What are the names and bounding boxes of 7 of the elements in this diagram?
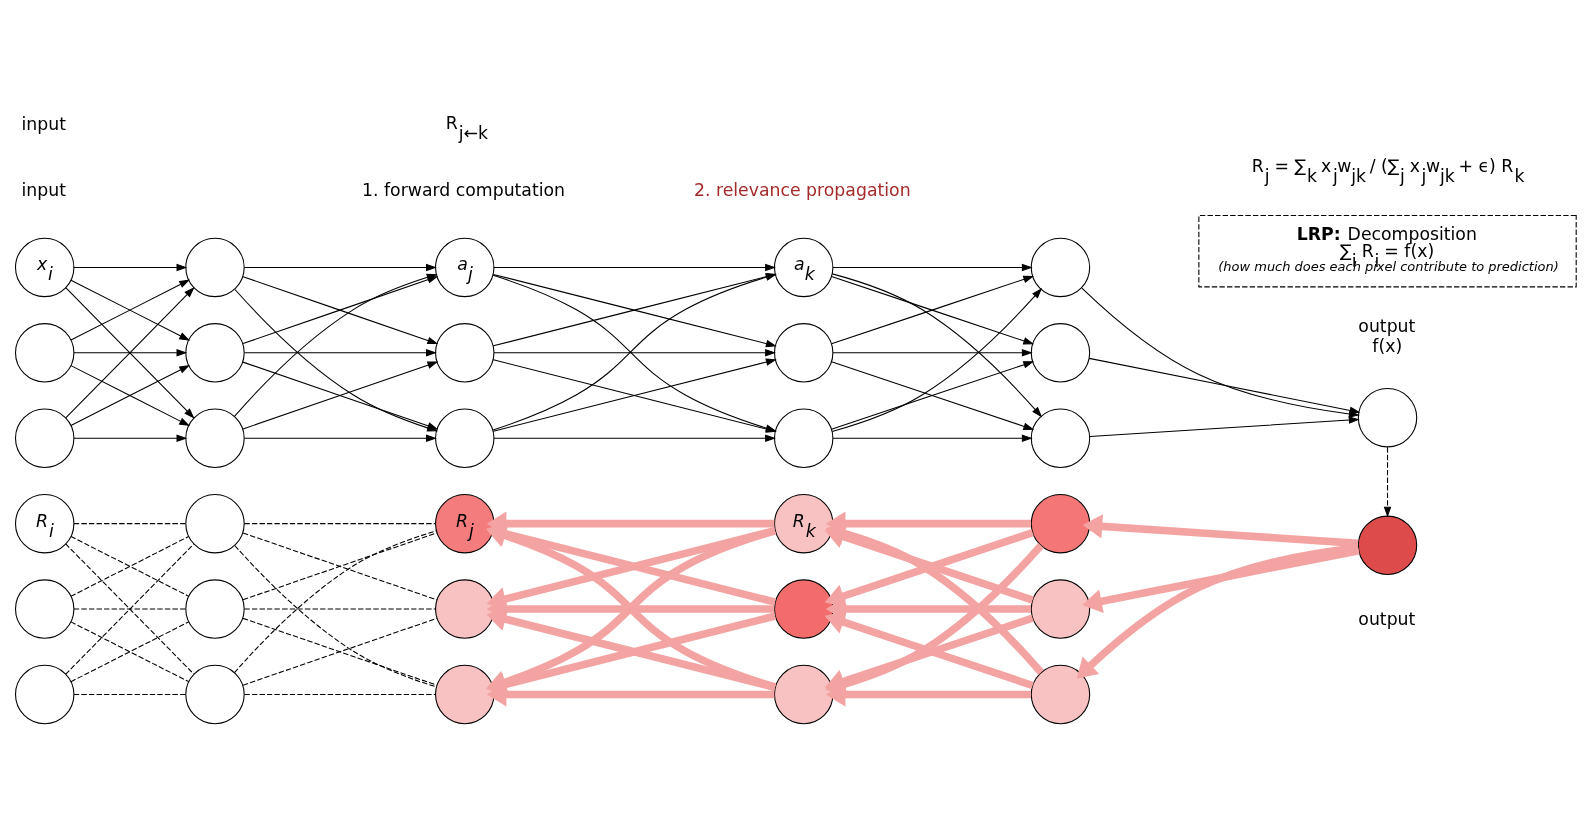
label: 1. forward computation [362,179,566,200]
node-label: output [1358,608,1416,629]
label: input [21,179,66,200]
label: input [21,113,66,134]
label: 2. relevance propagation [693,179,911,200]
node-label: output [1358,315,1416,336]
node-label: f(x) [1372,335,1403,356]
